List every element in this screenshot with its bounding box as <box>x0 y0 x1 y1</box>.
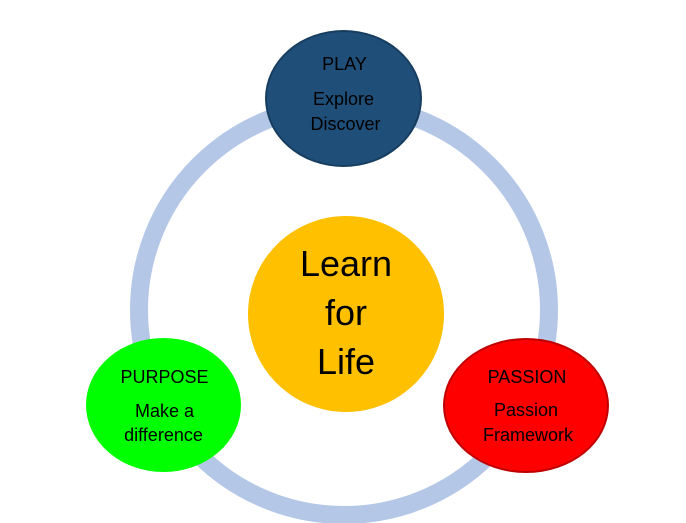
play-line-1: Explore <box>312 89 375 109</box>
center-line-3: Life <box>316 341 376 382</box>
play-circle: PLAY Explore Discover <box>265 30 422 167</box>
play-title: PLAY <box>322 54 367 74</box>
passion-circle: PASSION Passion Framework <box>443 338 609 473</box>
play-line-2: Discover <box>310 114 381 134</box>
purpose-circle: PURPOSE Make a difference <box>86 338 241 472</box>
passion-line-1: Passion <box>493 400 559 420</box>
purpose-line-2: difference <box>124 425 203 445</box>
center-line-1: Learn <box>299 243 393 284</box>
passion-title: PASSION <box>487 367 567 387</box>
purpose-line-1: Make a <box>134 401 195 421</box>
passion-line-2: Framework <box>482 425 573 445</box>
center-line-2: for <box>324 292 367 333</box>
purpose-title: PURPOSE <box>120 367 209 387</box>
center-circle-learn-for-life: Learn for Life <box>248 216 444 412</box>
